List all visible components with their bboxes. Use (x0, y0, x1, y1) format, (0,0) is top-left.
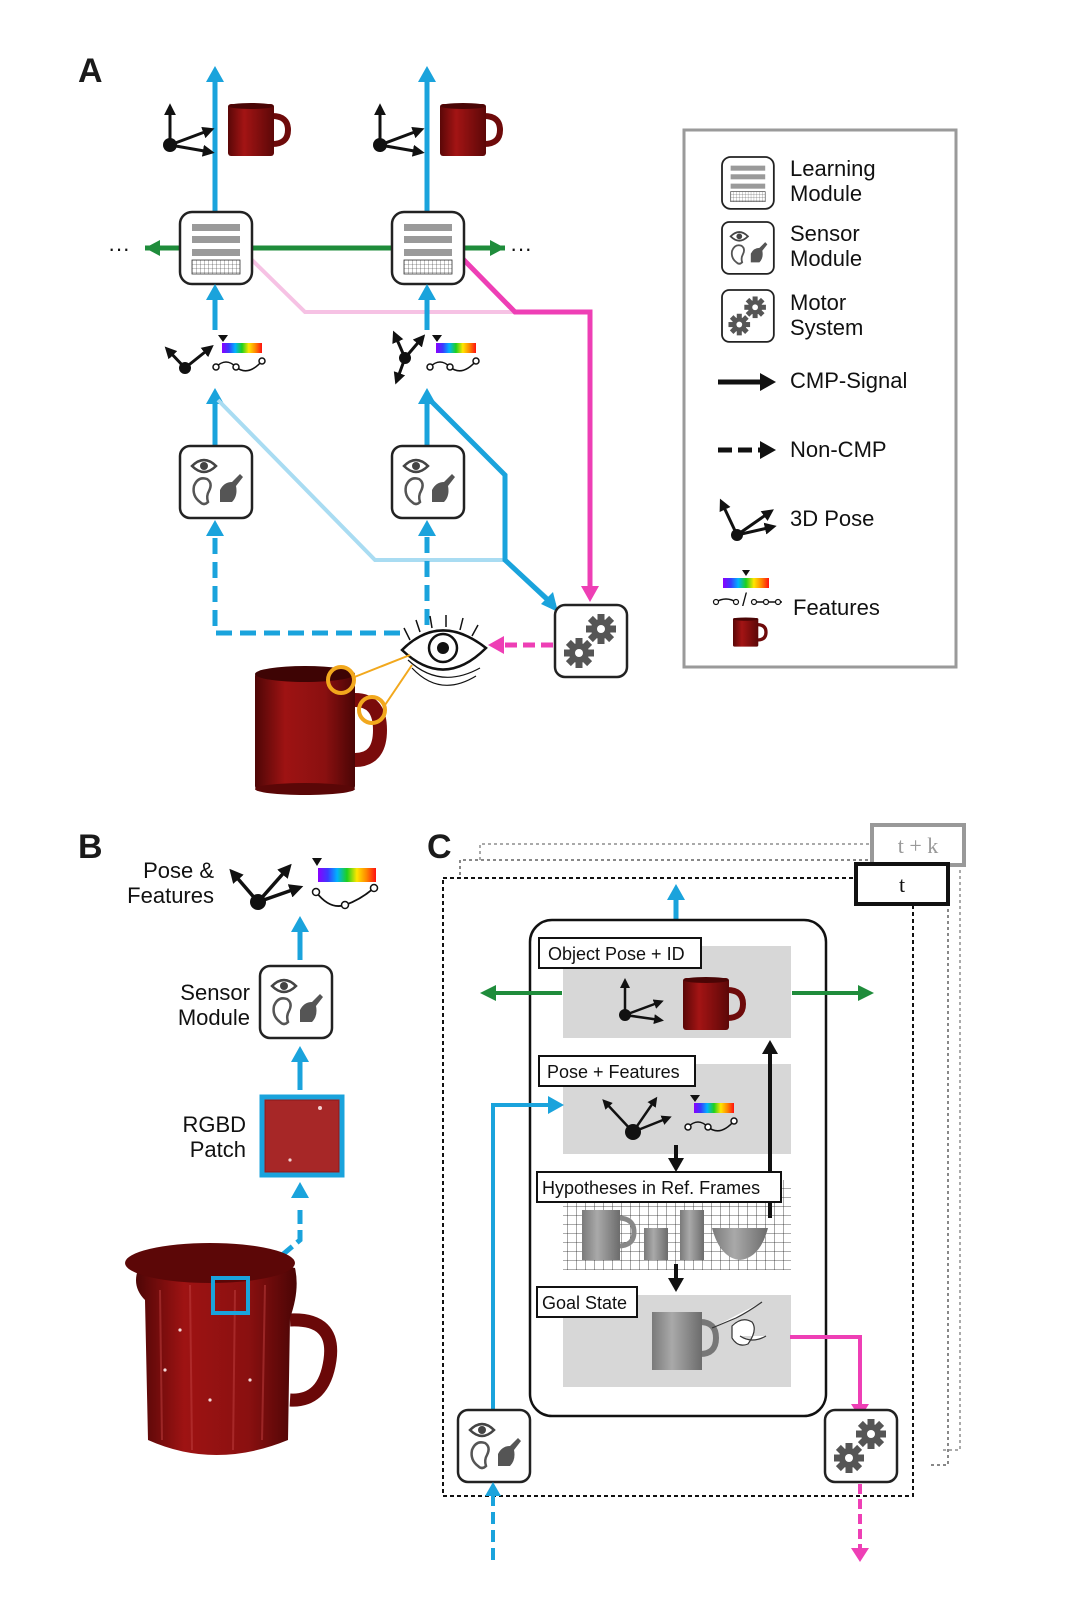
spectrum-bar-icon (212, 334, 266, 372)
legend-3d-pose: 3D Pose (790, 506, 874, 531)
legend-sensor-line2: Module (790, 246, 862, 271)
cmp-to-motor (428, 398, 552, 604)
arrow-icon (760, 373, 776, 391)
pose-axes-icon (229, 863, 304, 904)
mug-icon (125, 1243, 338, 1455)
mug-icon (652, 1312, 720, 1370)
legend-box (682, 128, 958, 669)
patch-location-box (211, 1276, 250, 1315)
gear-icon (553, 603, 629, 679)
spectrum-bar-icon (426, 334, 480, 372)
sensor-module-label-line2: Module (178, 1005, 250, 1030)
spectrum-bar-icon: / (712, 570, 782, 610)
mug-icon (440, 103, 500, 156)
panel-a-label: A (78, 52, 103, 90)
sensor-module-icon (178, 444, 254, 520)
legend-features: Features (793, 595, 880, 620)
dashed-arrow-icon (760, 441, 776, 459)
pose-features-label-line1: Pose & (143, 858, 214, 883)
faded-goal-connection (248, 256, 590, 314)
legend-learning-line1: Learning (790, 156, 876, 181)
learning-module-icon (178, 210, 254, 286)
pose-features-label: Pose + Features (547, 1062, 680, 1082)
legend-sensor-line1: Sensor (790, 221, 860, 246)
sensor-module-icon (390, 444, 466, 520)
non-cmp-input (212, 530, 400, 636)
sensor-module-icon (258, 964, 334, 1040)
sensor-module-label-line1: Sensor (180, 980, 250, 1005)
legend-features-slash: / (742, 590, 747, 610)
legend-motor-line1: Motor (790, 290, 846, 315)
gear-icon (721, 289, 775, 343)
mug-icon (228, 103, 288, 156)
hypothesis-shapes (582, 1210, 768, 1260)
sensor-module-icon (721, 221, 775, 275)
sensor-module-icon (456, 1408, 532, 1484)
sensor-patch-circle (357, 695, 387, 725)
learning-module-icon (390, 210, 466, 286)
time-label-back: t + k (898, 833, 939, 858)
hand-icon (711, 1301, 767, 1346)
legend-learning-line2: Module (790, 181, 862, 206)
mug-icon (255, 666, 388, 795)
eye-icon (400, 615, 488, 686)
legend-motor-line2: System (790, 315, 863, 340)
panel-c-label: C (427, 828, 452, 866)
time-frame-front (442, 877, 914, 1497)
sensor-patch-circle (326, 665, 356, 695)
learning-module-icon (721, 156, 775, 210)
rgbd-patch-label-line1: RGBD (182, 1112, 246, 1137)
ellipsis-left: ··· (108, 236, 130, 261)
time-label-front: t (899, 872, 905, 897)
ellipsis-right: ··· (510, 236, 532, 261)
legend-non-cmp: Non-CMP (790, 437, 887, 462)
spectrum-bar-icon (311, 858, 379, 910)
pose-features-label-line2: Features (127, 883, 214, 908)
hypotheses-label: Hypotheses in Ref. Frames (542, 1178, 760, 1198)
object-pose-id-label: Object Pose + ID (548, 944, 685, 964)
goal-state-connection (460, 256, 593, 590)
goal-state-label: Goal State (542, 1293, 627, 1313)
rgbd-patch-label-line2: Patch (190, 1137, 246, 1162)
panel-b-label: B (78, 828, 103, 866)
gear-icon (823, 1408, 899, 1484)
legend-cmp-signal: CMP-Signal (790, 368, 907, 393)
